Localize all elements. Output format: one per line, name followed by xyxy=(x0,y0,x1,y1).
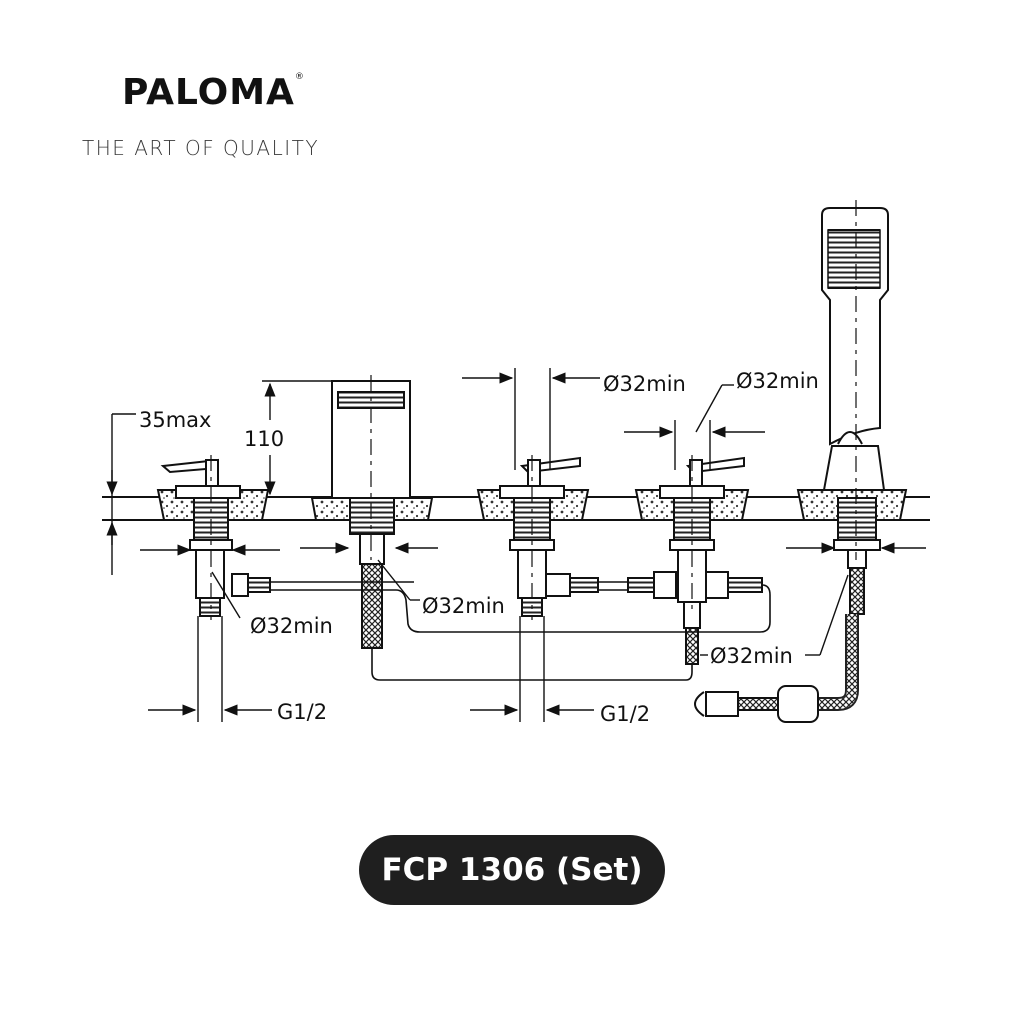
label-deck-thickness: 35max xyxy=(139,408,211,432)
dimension-lines xyxy=(106,368,926,722)
label-hole-left: Ø32min xyxy=(250,614,333,638)
valve-middle xyxy=(499,456,599,617)
brand-tagline: THE ART OF QUALITY xyxy=(82,136,320,160)
hand-shower xyxy=(694,207,889,723)
diverter-valve xyxy=(627,456,763,665)
connection-pipes xyxy=(270,581,771,681)
brand-name: PALOMA® xyxy=(122,72,305,113)
label-hole-top-right: Ø32min xyxy=(736,369,819,393)
product-code: FCP 1306 (Set) xyxy=(381,852,643,888)
brand-name-text: PALOMA xyxy=(122,72,295,113)
product-code-badge: FCP 1306 (Set) xyxy=(359,835,665,905)
label-thread-middle: G1/2 xyxy=(600,702,650,726)
label-spout-height: 110 xyxy=(244,427,284,451)
dimension-labels: 35max 110 Ø32min Ø32min Ø32min Ø32min Ø3… xyxy=(139,369,819,726)
valve-left xyxy=(160,458,271,617)
label-hole-spout: Ø32min xyxy=(422,594,505,618)
centre-lines xyxy=(210,200,857,620)
label-thread-left: G1/2 xyxy=(277,700,327,724)
registered-mark: ® xyxy=(294,72,305,82)
label-hole-diverter: Ø32min xyxy=(710,644,793,668)
label-hole-top-middle: Ø32min xyxy=(603,372,686,396)
